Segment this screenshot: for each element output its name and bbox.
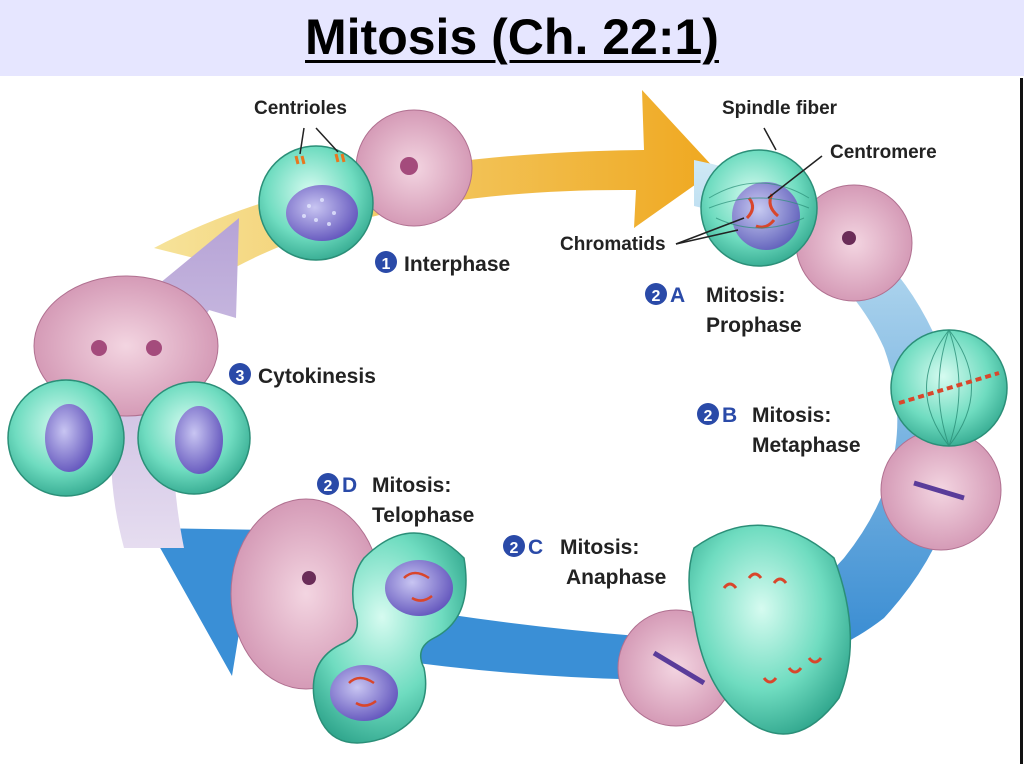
stage-line1: Mitosis: <box>560 536 639 559</box>
step-badge <box>229 363 251 385</box>
step-letter: C <box>528 536 543 559</box>
interphase-nucleus <box>286 185 358 241</box>
stage-metaphase: 2 B Mitosis: Metaphase <box>697 403 861 457</box>
chromatids-leader <box>675 229 739 245</box>
micrograph-nucleus <box>400 157 418 175</box>
centrioles-leader <box>299 127 305 155</box>
anaphase-chromosomes <box>722 572 823 684</box>
step-badge <box>317 473 339 495</box>
title-band <box>0 0 1024 76</box>
step-number: 2 <box>652 288 661 305</box>
micrograph-chromosomes <box>652 650 706 686</box>
step-number: 3 <box>236 368 245 385</box>
stage-interphase: 1 Interphase <box>375 251 510 276</box>
centrioles-leader <box>315 127 339 153</box>
label-chromatids: Chromatids <box>560 234 666 255</box>
arrow-anaphase-to-telophase <box>149 528 664 680</box>
stage-line1: Mitosis: <box>752 404 831 427</box>
telophase-chromosomes <box>348 571 433 707</box>
diagram-frame: Centrioles Spindle fiber Centromere Chro… <box>4 78 1023 764</box>
micrograph-nucleus <box>302 571 316 585</box>
label-centrioles: Centrioles <box>254 98 347 119</box>
stage-telophase: 2 D Mitosis: Telophase <box>317 473 474 527</box>
prophase-spindle-fibers <box>708 182 810 229</box>
step-badge <box>375 251 397 273</box>
spindle-fiber-leader <box>763 127 777 151</box>
mitosis-cycle-diagram: Centrioles Spindle fiber Centromere Chro… <box>7 90 1008 744</box>
stage-line2: Telophase <box>372 504 474 527</box>
chromatids-leader <box>675 217 745 245</box>
step-number: 2 <box>510 540 519 557</box>
step-number: 2 <box>704 408 713 425</box>
step-number: 2 <box>324 478 333 495</box>
stage-prophase: 2 A Mitosis: Prophase <box>645 283 802 337</box>
label-spindle-fiber: Spindle fiber <box>722 98 838 119</box>
metaphase-plate-chromosomes <box>898 371 1000 405</box>
stage-anaphase: 2 C Mitosis: Anaphase <box>503 535 666 589</box>
micrograph-nucleus <box>842 231 856 245</box>
cytokinesis-nucleus-left <box>45 404 93 472</box>
micrograph-nucleus <box>91 340 107 356</box>
anaphase-cell <box>688 524 852 735</box>
step-letter: D <box>342 474 357 497</box>
step-badge <box>645 283 667 305</box>
stage-line1: Mitosis: <box>706 284 785 307</box>
stage-name: Cytokinesis <box>258 365 376 388</box>
centromere-leader <box>767 155 823 199</box>
prophase-nucleus <box>732 182 800 250</box>
page-title: Mitosis (Ch. 22:1) <box>305 9 719 65</box>
stage-line2: Anaphase <box>566 566 666 589</box>
step-badge <box>697 403 719 425</box>
telophase-nucleus-bottom <box>330 665 398 721</box>
stage-line2: Metaphase <box>752 434 861 457</box>
stage-name: Interphase <box>404 253 510 276</box>
label-centromere: Centromere <box>830 142 937 163</box>
centriole-marks <box>294 153 346 165</box>
micrograph-chromosomes <box>913 480 965 501</box>
micrograph-nucleus <box>146 340 162 356</box>
step-badge <box>503 535 525 557</box>
cytokinesis-nucleus-right <box>175 406 223 474</box>
step-number: 1 <box>382 256 391 273</box>
metaphase-spindle <box>926 329 972 447</box>
step-letter: B <box>722 404 737 427</box>
stage-cytokinesis: 3 Cytokinesis <box>229 363 376 388</box>
telophase-nucleus-top <box>385 560 453 616</box>
step-letter: A <box>670 284 685 307</box>
chromatin-dots <box>302 198 336 226</box>
stage-line2: Prophase <box>706 314 802 337</box>
stage-line1: Mitosis: <box>372 474 451 497</box>
